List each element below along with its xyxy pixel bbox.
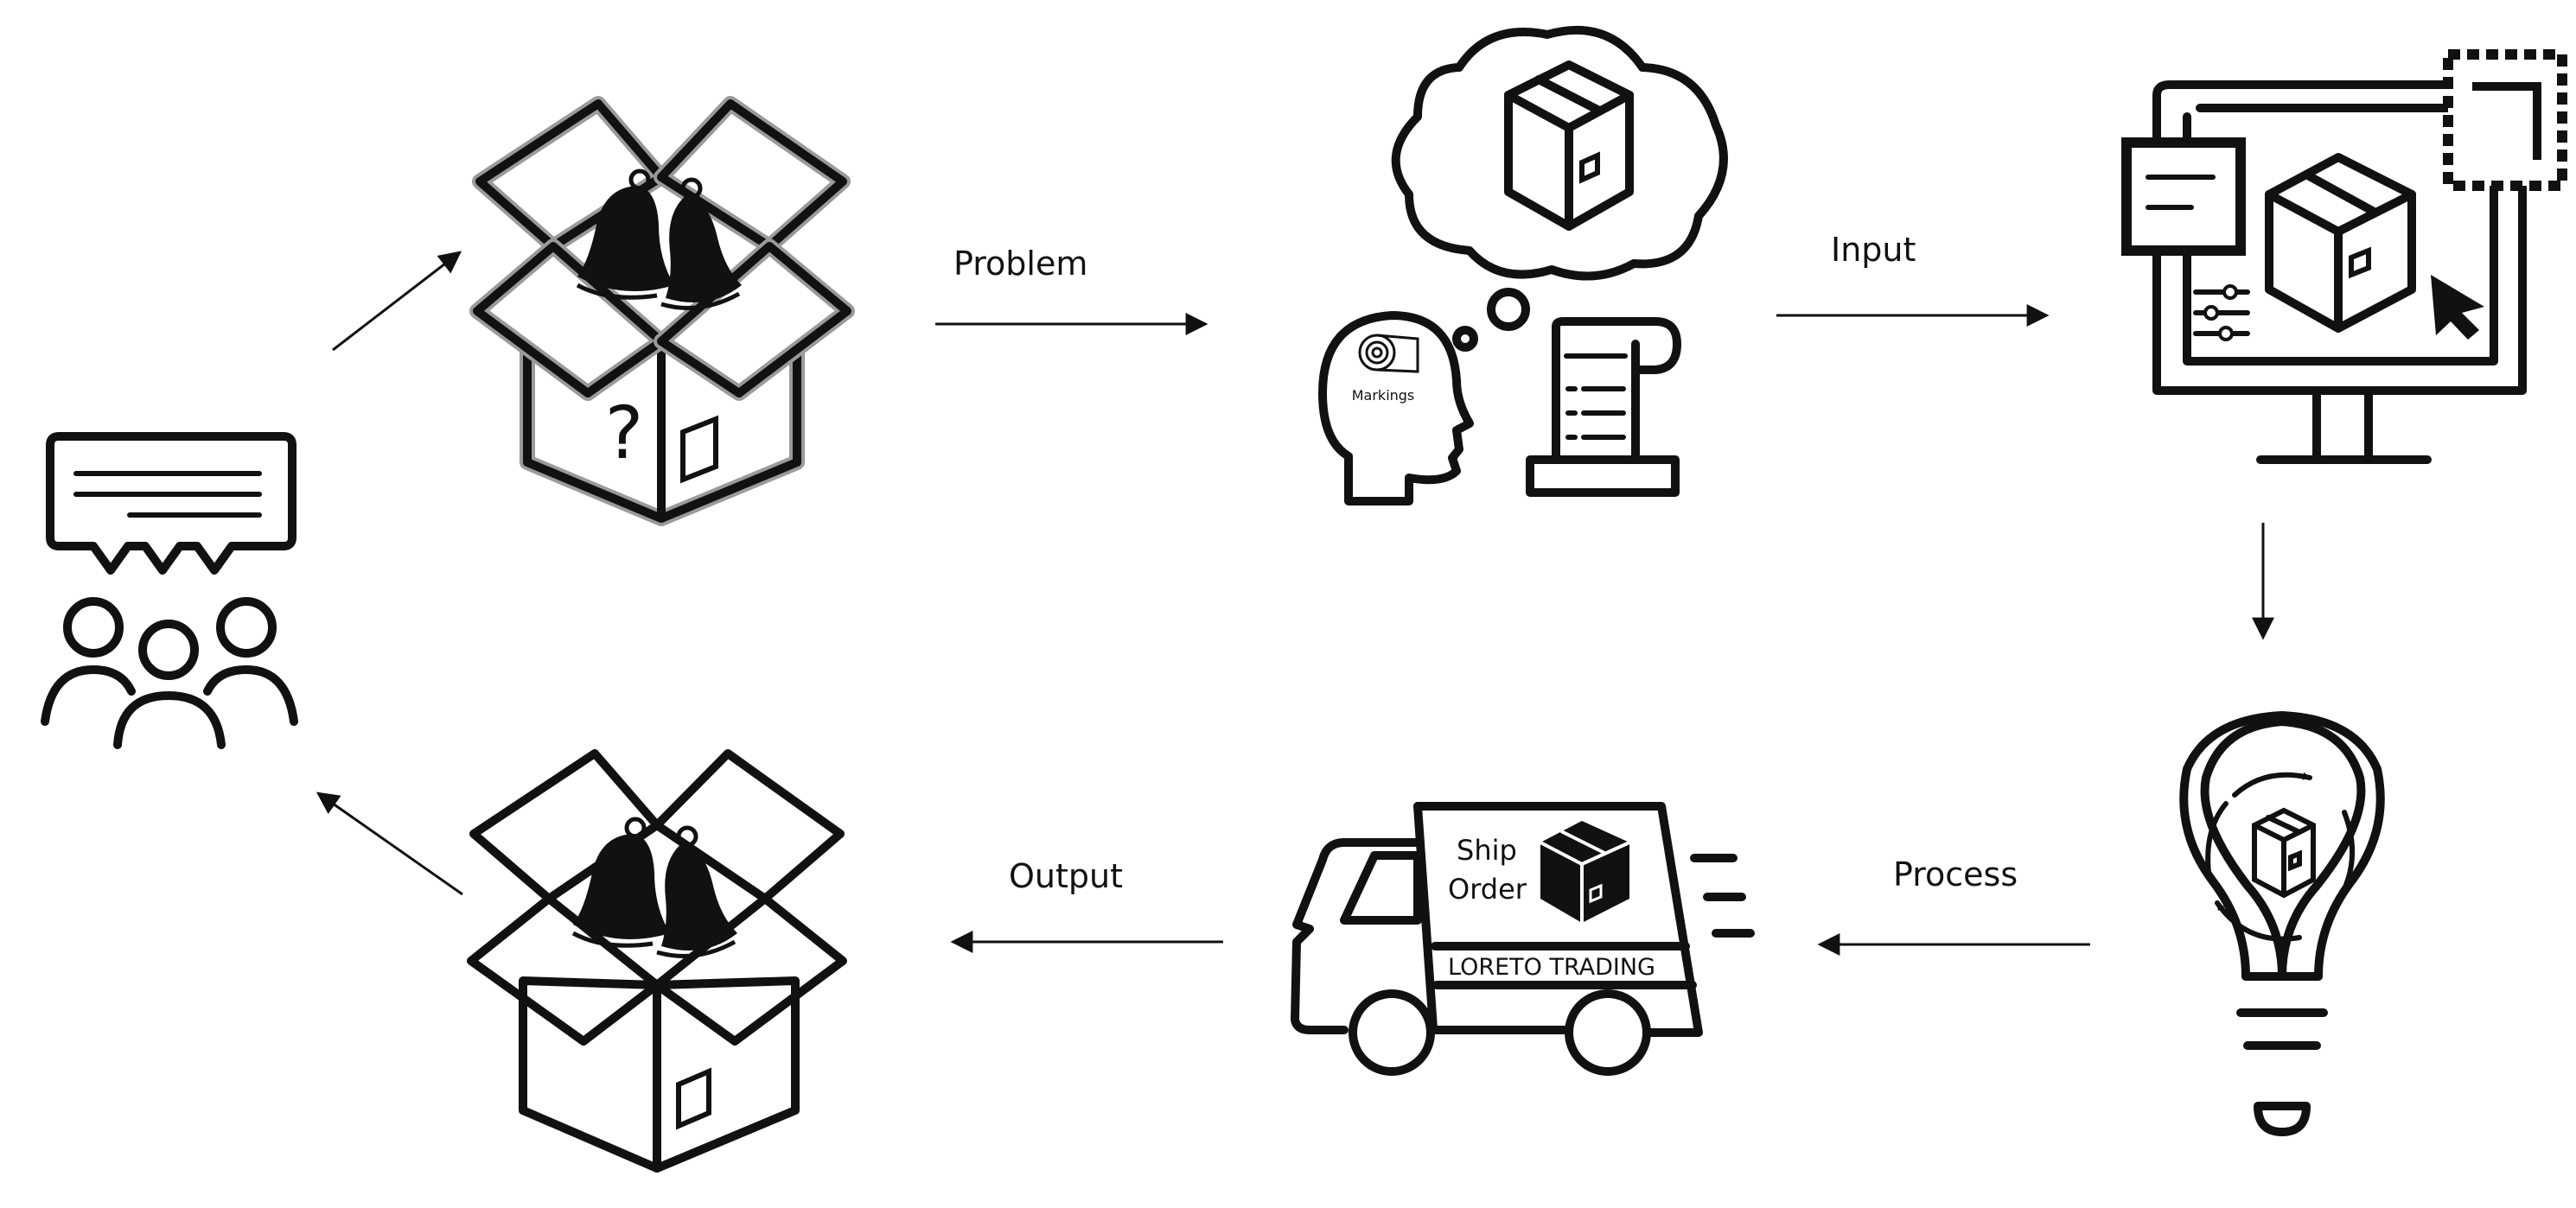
truck-ship-text: Ship — [1457, 834, 1517, 867]
measuring-tape-icon — [1358, 334, 1419, 373]
mystery-box-bells-icon: ? — [469, 96, 855, 526]
package-in-cloud-icon — [1504, 60, 1634, 231]
arrow-output-to-customers — [316, 792, 463, 896]
markings-label: Markings — [1352, 387, 1415, 404]
thinking-head-icon: Markings — [1318, 25, 1728, 505]
lightbulb-process-icon — [2179, 711, 2385, 1136]
bells-icon — [576, 168, 742, 310]
truck-order-text: Order — [1448, 873, 1527, 906]
receipt-icon — [1526, 317, 1681, 497]
label-process: Process — [1893, 855, 2018, 893]
label-output: Output — [1009, 857, 1123, 895]
label-problem: Problem — [953, 245, 1087, 283]
cursor-icon — [2431, 275, 2484, 340]
arrow-customers-to-problem — [332, 251, 462, 352]
computer-design-icon — [2121, 49, 2567, 464]
package-on-truck-icon — [1540, 821, 1630, 923]
bells-icon — [571, 817, 737, 958]
label-input: Input — [1831, 231, 1916, 269]
customers-speech-icon — [41, 432, 298, 749]
svg-text:?: ? — [605, 391, 644, 475]
truck-company-text: LORETO TRADING — [1448, 954, 1655, 981]
delivery-truck-icon: Ship Order LORETO TRADING — [1291, 802, 1755, 1076]
delivered-box-bells-icon — [467, 749, 847, 1173]
